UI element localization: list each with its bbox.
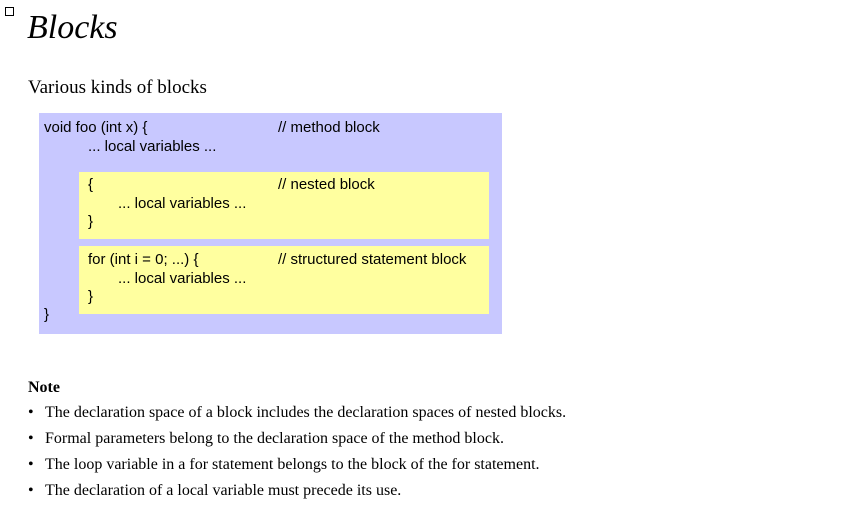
note-item: • The loop variable in a for statement be… [28, 455, 566, 481]
note-list: • The declaration space of a block includ… [28, 403, 566, 507]
note-item-text: The loop variable in a for statement bel… [45, 456, 540, 473]
note-item-text: Formal parameters belong to the declarat… [45, 430, 504, 447]
nested-close-brace: } [88, 213, 94, 230]
slide-marker-icon [5, 7, 14, 16]
structured-close-brace: } [88, 288, 94, 305]
note-item: • Formal parameters belong to the declara… [28, 429, 566, 455]
page-subtitle: Various kinds of blocks [28, 77, 207, 98]
nested-block-box: { // nested block ... local variables ..… [79, 172, 489, 239]
method-close-brace: } [44, 306, 50, 323]
structured-header: for (int i = 0; ...) { [88, 251, 199, 268]
structured-comment: // structured statement block [278, 251, 467, 268]
page-title: Blocks [27, 9, 118, 46]
nested-comment: // nested block [278, 176, 375, 193]
method-comment: // method block [278, 119, 380, 136]
bullet-icon: • [28, 430, 34, 447]
note-item: • The declaration space of a block includ… [28, 403, 566, 429]
method-header: void foo (int x) { [44, 119, 148, 136]
method-block-box: void foo (int x) { // method block ... l… [39, 113, 502, 334]
method-locals: ... local variables ... [88, 138, 217, 155]
note-item-text: The declaration space of a block include… [45, 404, 567, 421]
nested-open-brace: { [88, 176, 94, 193]
structured-locals: ... local variables ... [118, 270, 247, 287]
nested-locals: ... local variables ... [118, 195, 247, 212]
note-item-text: The declaration of a local variable must… [45, 482, 402, 499]
note-heading: Note [28, 379, 60, 396]
bullet-icon: • [28, 404, 34, 421]
note-item: • The declaration of a local variable mus… [28, 481, 566, 507]
bullet-icon: • [28, 456, 34, 473]
structured-block-box: for (int i = 0; ...) { // structured sta… [79, 246, 489, 314]
bullet-icon: • [28, 482, 34, 499]
